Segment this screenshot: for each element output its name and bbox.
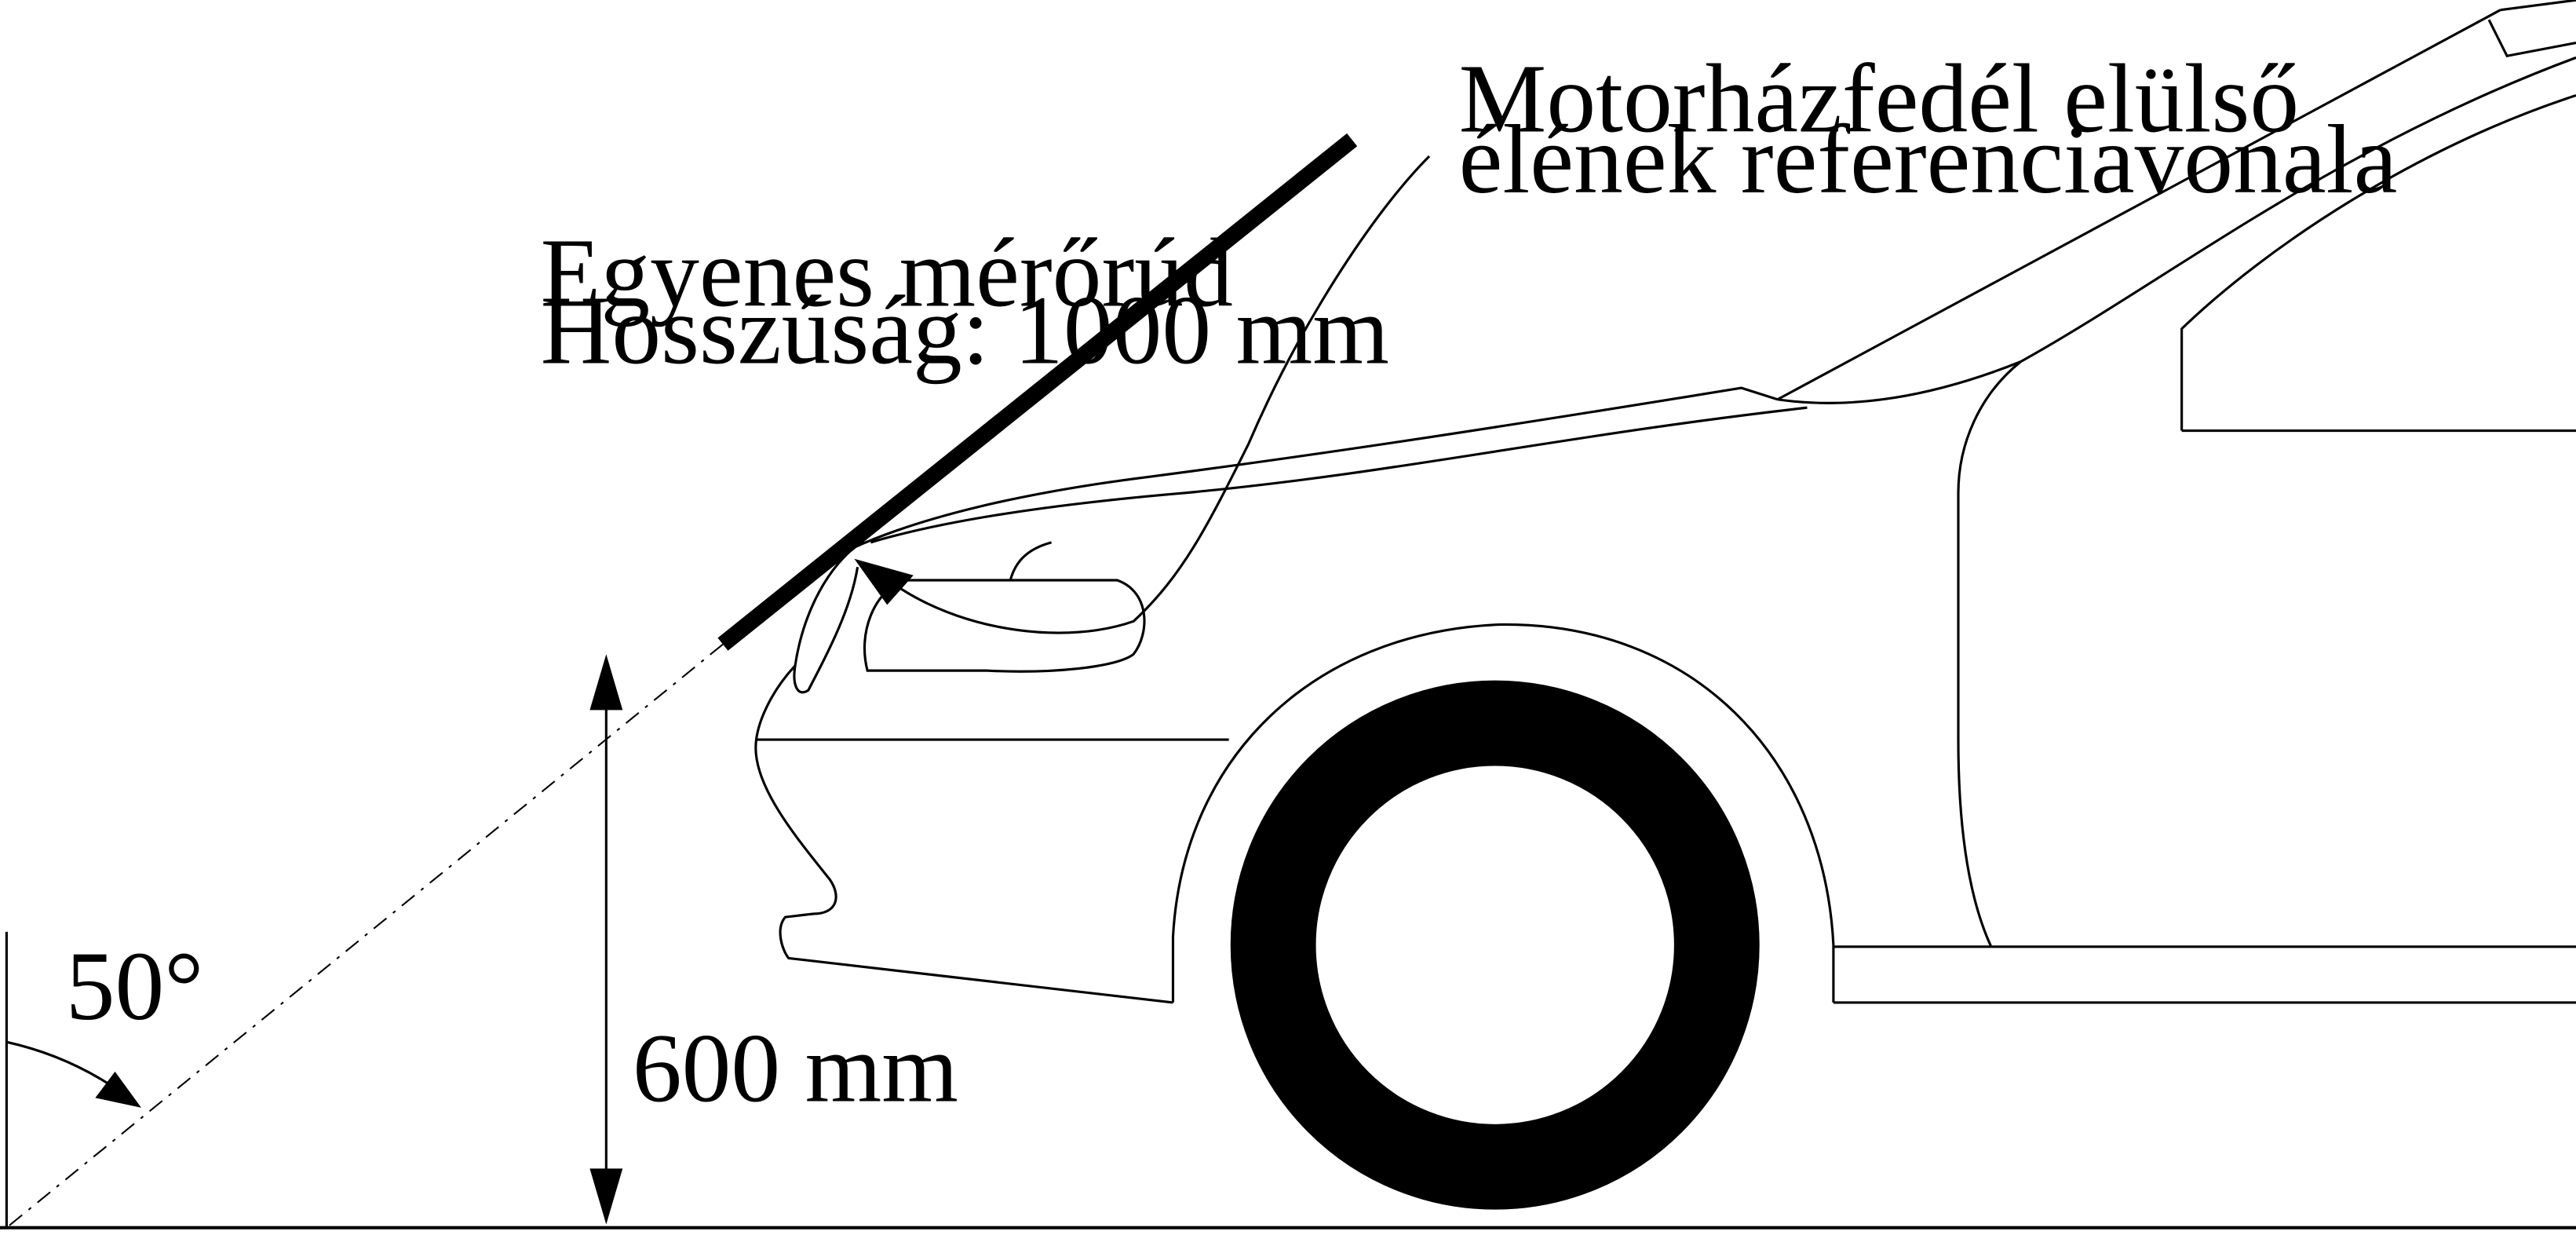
angle-indicator: [6, 1040, 142, 1108]
a-pillar-inner: [2487, 19, 2576, 58]
bonnet-crease: [870, 406, 1808, 544]
headlight-top: [1009, 541, 1052, 581]
bonnet-top-edge: [853, 386, 1779, 549]
bonnet-label-line1: Motorházfedél elülső: [1459, 45, 2300, 154]
rod-label-line2: Hosszúság: 1000 mm: [541, 276, 1389, 385]
measuring-rod: [717, 133, 1358, 651]
side-window: [2180, 94, 2576, 433]
windscreen-line: [1777, 9, 2501, 401]
angle-label: 50°: [66, 932, 204, 1041]
bonnet-leader-arrowhead: [854, 558, 914, 605]
roof-edge: [2500, 0, 2576, 12]
a-pillar: [1777, 56, 2576, 404]
front-door-edge: [1957, 360, 2022, 948]
wheel-arch: [1171, 623, 1835, 1003]
bonnet-leader: [854, 155, 1431, 634]
front-nose: [793, 546, 859, 694]
car-outline: [754, 0, 2576, 1004]
height-arrow-bottom: [589, 1168, 623, 1225]
angle-arrowhead: [95, 1071, 142, 1108]
rim: [1317, 767, 1673, 1123]
height-dimension: [589, 654, 623, 1225]
height-arrow-top: [589, 654, 623, 711]
headlight-outline: [863, 579, 1146, 673]
rod-extension-line: [5, 643, 724, 1229]
height-label: 600 mm: [633, 1014, 958, 1124]
sill-line: [1833, 945, 2576, 1004]
front-wheel: [1230, 680, 1760, 1210]
rod-label-line1: Egyenes mérőrúd: [541, 218, 1233, 327]
tyre: [1230, 680, 1760, 1210]
front-bumper: [754, 664, 1173, 1004]
bonnet-label-line2: élének referenciavonala: [1459, 105, 2398, 214]
